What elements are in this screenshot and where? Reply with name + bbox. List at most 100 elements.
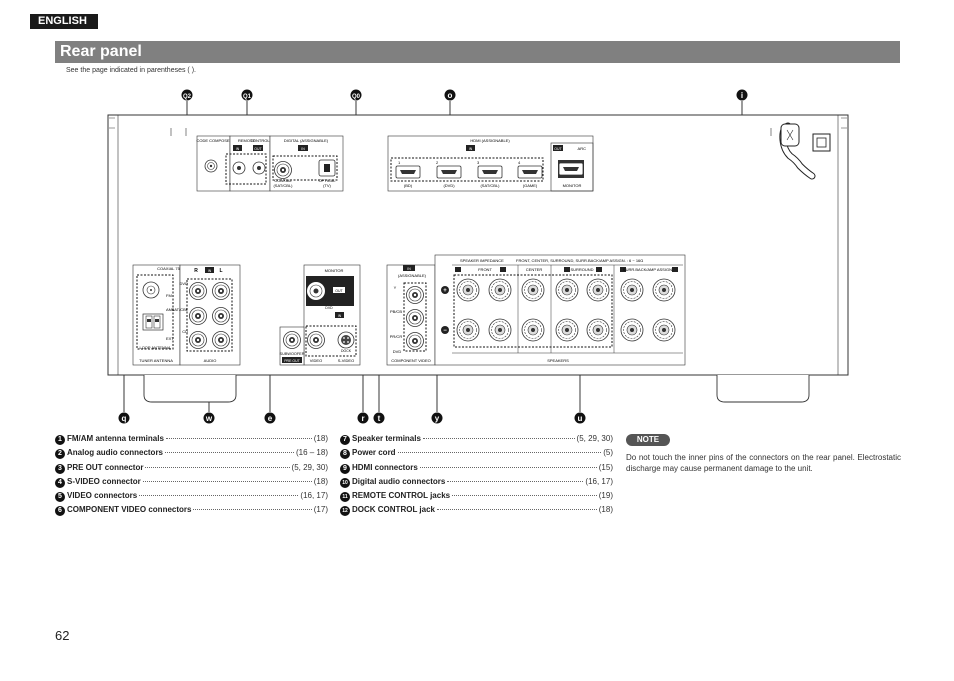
svg-text:o: o	[448, 91, 453, 100]
svg-text:IN: IN	[236, 147, 240, 151]
svg-text:(TV): (TV)	[323, 183, 331, 188]
svg-text:SPEAKER IMPEDANCE: SPEAKER IMPEDANCE	[460, 258, 504, 263]
legend-number: 1	[55, 435, 65, 445]
svg-text:SURR.BACK/AMP ASSIGN.: SURR.BACK/AMP ASSIGN.	[623, 267, 673, 272]
svg-text:VIDEO: VIDEO	[310, 358, 322, 363]
legend-name: S-VIDEO connector	[67, 476, 141, 486]
svg-text:DOCK: DOCK	[341, 349, 352, 353]
legend-name: Digital audio connectors	[352, 476, 446, 486]
leader-dots	[419, 466, 597, 468]
legend-name: REMOTE CONTROL jacks	[352, 491, 451, 501]
svg-text:(BD): (BD)	[404, 183, 413, 188]
legend-page: (5, 29, 30)	[291, 462, 328, 472]
callout-e: e	[264, 412, 276, 424]
svg-text:DIGITAL (ASSIGNABLE): DIGITAL (ASSIGNABLE)	[284, 138, 329, 143]
svg-text:R: R	[194, 268, 198, 274]
legend-number: 11	[340, 492, 350, 503]
svg-text:1: 1	[398, 160, 401, 165]
svg-text:REMOTE: REMOTE	[238, 138, 255, 143]
svg-text:PB/CB: PB/CB	[390, 309, 402, 314]
legend-name: PRE OUT connector	[67, 462, 144, 472]
svg-text:(ASSIGNABLE): (ASSIGNABLE)	[398, 273, 427, 278]
svg-text:FM: FM	[166, 293, 172, 298]
legend-number: 6	[55, 506, 65, 517]
page-number: 62	[55, 628, 70, 643]
svg-text:PR/CR: PR/CR	[390, 334, 403, 339]
legend-page: (16 – 18)	[295, 448, 328, 458]
svg-text:Q2: Q2	[183, 94, 192, 100]
svg-text:FRONT: FRONT	[478, 267, 492, 272]
leader-dots	[145, 466, 290, 468]
callout-Q1: Q1	[241, 89, 253, 101]
svg-text:i: i	[741, 91, 743, 100]
legend-number: 3	[55, 463, 65, 474]
legend-number: 12	[340, 506, 350, 517]
svg-text:CENTER: CENTER	[526, 267, 543, 272]
legend-page: (15)	[598, 462, 613, 472]
svg-text:ARC: ARC	[578, 146, 587, 151]
remote-dock-panel: CODE COMPOSE REMOTE CONTROL IN OUT	[196, 135, 270, 192]
callout-q: q	[118, 412, 130, 424]
legend-number: 7	[340, 435, 350, 445]
leader-dots	[436, 509, 597, 511]
leader-dots	[447, 480, 584, 482]
svg-text:t: t	[378, 414, 381, 423]
callout-o: o	[444, 89, 456, 101]
svg-text:COAXIAL 75Ω: COAXIAL 75Ω	[157, 266, 183, 271]
svg-text:FRONT, CENTER, SURROUND, SURR.: FRONT, CENTER, SURROUND, SURR.BACK/AMP A…	[516, 258, 643, 263]
legend-name: VIDEO connectors	[67, 491, 138, 501]
tuner-antenna-panel: COAXIAL 75Ω FM AM EXT LOOP ANTENNA TUNER…	[132, 264, 183, 366]
svg-text:w: w	[205, 414, 213, 423]
svg-text:−: −	[443, 328, 447, 334]
svg-text:IN: IN	[407, 267, 411, 271]
svg-text:CONTROL: CONTROL	[250, 138, 270, 143]
page-title: Rear panel	[55, 41, 900, 63]
component-panel: IN (ASSIGNABLE) Y PB/CB PR/CR DVD COMPON…	[386, 264, 436, 366]
legend-page: (17)	[313, 505, 328, 515]
legend-name: Speaker terminals	[352, 434, 421, 443]
svg-text:y: y	[435, 414, 440, 423]
legend-page: (16, 17)	[300, 491, 328, 501]
svg-text:OUT: OUT	[554, 147, 562, 151]
svg-text:LOOP ANTENNA: LOOP ANTENNA	[139, 345, 170, 350]
svg-text:CODE COMPOSE: CODE COMPOSE	[196, 138, 229, 143]
svg-text:IN: IN	[301, 147, 305, 151]
svg-text:SUBWOOFER: SUBWOOFER	[280, 352, 305, 356]
svg-text:(SAT/CBL): (SAT/CBL)	[480, 183, 500, 188]
legend-page: (18)	[313, 476, 328, 486]
legend-page: (18)	[598, 505, 613, 515]
digital-audio-panel: DIGITAL (ASSIGNABLE) IN COAXIAL (SAT/CBL…	[269, 135, 344, 192]
svg-text:AM: AM	[166, 307, 172, 312]
video-panel: MONITOR OUT DVD IN DOCK VIDEO S-VIDEO	[303, 264, 361, 366]
svg-text:IN: IN	[208, 269, 212, 273]
audio-panel: AUDIO IN R L DVD SAT/CBL CD	[172, 264, 241, 366]
language-tab: ENGLISH	[30, 14, 98, 29]
legend-number: 2	[55, 449, 65, 460]
leader-dots	[452, 495, 597, 497]
svg-text:2: 2	[436, 160, 439, 165]
svg-text:Q1: Q1	[243, 94, 252, 100]
legend-number: 10	[340, 477, 350, 488]
svg-text:(DVD): (DVD)	[443, 183, 455, 188]
svg-text:OUT: OUT	[335, 289, 343, 293]
svg-text:e: e	[268, 414, 273, 423]
callout-i: i	[736, 89, 748, 101]
svg-text:+: +	[443, 288, 447, 294]
svg-text:SPEAKERS: SPEAKERS	[547, 358, 569, 363]
svg-text:COMPONENT VIDEO: COMPONENT VIDEO	[391, 358, 431, 363]
svg-text:OUT: OUT	[254, 147, 262, 151]
pre-out-panel: SUBWOOFER PRE OUT	[280, 326, 305, 366]
callout-Q2: Q2	[181, 89, 193, 101]
page-subtitle: See the page indicated in parentheses ( …	[66, 67, 196, 74]
legend-number: 5	[55, 492, 65, 503]
svg-text:MONITOR: MONITOR	[325, 268, 344, 273]
speakers-panel: SPEAKER IMPEDANCE FRONT, CENTER, SURROUN…	[434, 254, 686, 366]
svg-text:DVD: DVD	[325, 306, 333, 310]
